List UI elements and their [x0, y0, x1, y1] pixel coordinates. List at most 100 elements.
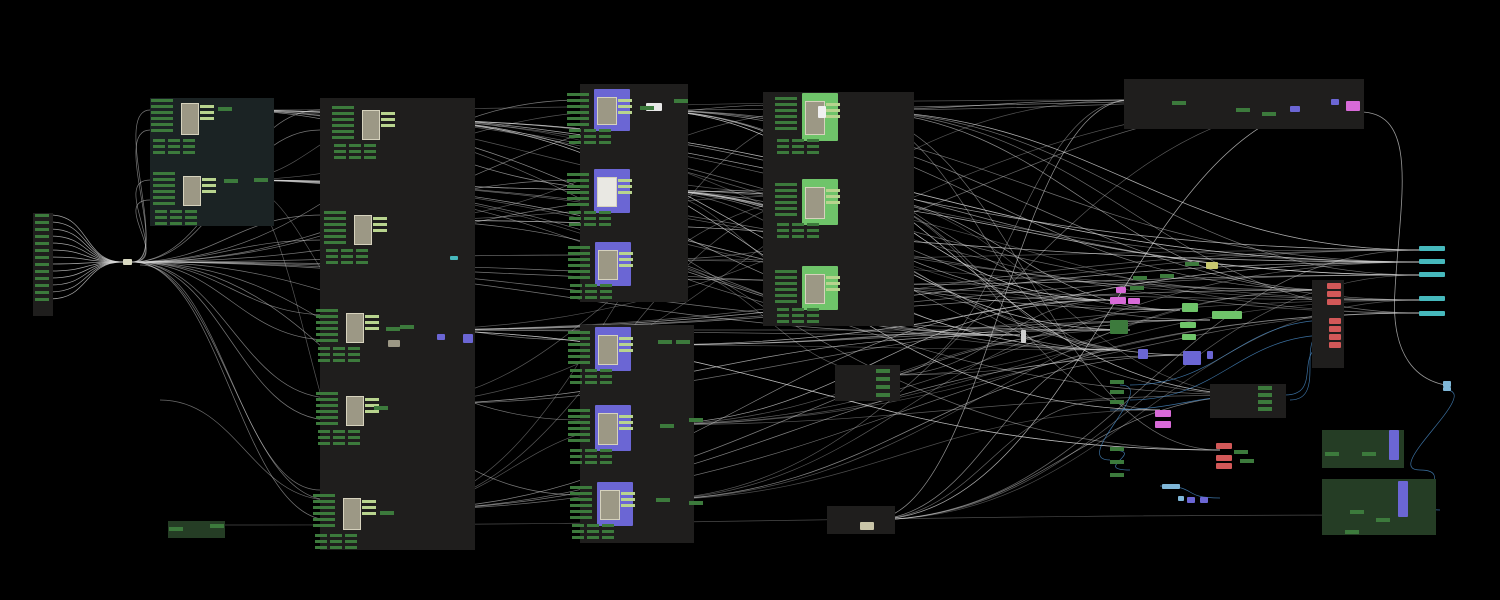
graph-node[interactable] [1327, 283, 1341, 289]
param-port[interactable] [318, 436, 330, 439]
node-group[interactable] [1210, 384, 1286, 418]
input-port[interactable] [151, 105, 173, 108]
input-port[interactable] [570, 510, 592, 513]
input-port[interactable] [570, 516, 592, 519]
graph-node[interactable] [1419, 259, 1445, 264]
output-port[interactable] [826, 109, 840, 112]
param-port[interactable] [602, 536, 614, 539]
param-port[interactable] [777, 139, 789, 142]
input-port[interactable] [568, 439, 590, 442]
graph-node[interactable] [658, 340, 672, 344]
param-port[interactable] [356, 249, 368, 252]
output-port[interactable] [362, 512, 376, 515]
input-port[interactable] [568, 427, 590, 430]
param-port[interactable] [570, 461, 582, 464]
graph-node[interactable] [1183, 351, 1201, 365]
graph-node[interactable] [1258, 400, 1272, 404]
param-port[interactable] [599, 223, 611, 226]
input-port[interactable] [324, 217, 346, 220]
input-port[interactable] [313, 518, 335, 521]
graph-node[interactable] [1110, 473, 1124, 477]
graph-node[interactable] [1160, 274, 1174, 278]
graph-node[interactable] [660, 424, 674, 428]
input-port[interactable] [316, 333, 338, 336]
output-port[interactable] [373, 217, 387, 220]
graph-node[interactable] [689, 501, 703, 505]
input-port[interactable] [570, 498, 592, 501]
graph-node[interactable] [254, 178, 268, 182]
param-port[interactable] [777, 308, 789, 311]
output-port[interactable] [365, 321, 379, 324]
param-port[interactable] [777, 145, 789, 148]
param-port[interactable] [341, 255, 353, 258]
graph-node[interactable] [876, 393, 890, 397]
param-port[interactable] [345, 546, 357, 549]
input-port[interactable] [568, 343, 590, 346]
param-port[interactable] [330, 546, 342, 549]
graph-node[interactable] [388, 340, 400, 347]
output-port[interactable] [365, 410, 379, 413]
graph-node[interactable] [1133, 276, 1147, 280]
param-port[interactable] [602, 530, 614, 533]
param-port[interactable] [315, 540, 327, 543]
graph-node[interactable] [1350, 510, 1364, 514]
graph-node[interactable] [169, 527, 183, 531]
graph-node[interactable] [1329, 334, 1341, 340]
output-port[interactable] [826, 288, 840, 291]
input-port[interactable] [567, 117, 589, 120]
input-port[interactable] [313, 494, 335, 497]
graph-node[interactable] [210, 524, 224, 528]
output-port[interactable] [621, 504, 635, 507]
graph-node[interactable] [1110, 460, 1124, 464]
param-port[interactable] [315, 546, 327, 549]
param-port[interactable] [183, 151, 195, 154]
param-port[interactable] [792, 151, 804, 154]
input-port[interactable] [775, 207, 797, 210]
graph-node[interactable] [1262, 112, 1276, 116]
input-port[interactable] [567, 179, 589, 182]
input-port[interactable] [568, 433, 590, 436]
output-port[interactable] [618, 179, 632, 182]
graph-node[interactable] [1128, 298, 1140, 304]
graph-node[interactable] [224, 179, 238, 183]
input-port[interactable] [151, 117, 173, 120]
graph-node[interactable] [1110, 400, 1124, 404]
output-port[interactable] [619, 421, 633, 424]
graph-node[interactable] [1110, 447, 1124, 451]
param-port[interactable] [333, 436, 345, 439]
input-port[interactable] [567, 123, 589, 126]
input-port[interactable] [568, 252, 590, 255]
graph-node[interactable] [1329, 318, 1341, 324]
output-port[interactable] [619, 337, 633, 340]
param-port[interactable] [345, 534, 357, 537]
param-port[interactable] [326, 261, 338, 264]
graph-node[interactable] [1329, 342, 1341, 348]
output-port[interactable] [373, 229, 387, 232]
param-port[interactable] [326, 249, 338, 252]
graph-node[interactable] [1110, 390, 1124, 394]
output-port[interactable] [202, 178, 216, 181]
source-port[interactable] [35, 256, 49, 259]
param-port[interactable] [600, 461, 612, 464]
param-port[interactable] [807, 229, 819, 232]
source-port[interactable] [35, 242, 49, 245]
param-port[interactable] [584, 223, 596, 226]
input-port[interactable] [775, 115, 797, 118]
input-port[interactable] [775, 183, 797, 186]
input-port[interactable] [332, 112, 354, 115]
graph-node[interactable] [1206, 262, 1218, 269]
graph-node[interactable] [1180, 322, 1196, 328]
graph-node[interactable] [1155, 410, 1171, 417]
graph-node[interactable] [400, 325, 414, 329]
param-port[interactable] [570, 449, 582, 452]
input-port[interactable] [316, 309, 338, 312]
input-port[interactable] [151, 123, 173, 126]
input-port[interactable] [775, 103, 797, 106]
output-port[interactable] [373, 223, 387, 226]
input-port[interactable] [332, 130, 354, 133]
param-port[interactable] [155, 222, 167, 225]
param-port[interactable] [792, 229, 804, 232]
input-port[interactable] [775, 97, 797, 100]
graph-node[interactable] [1110, 380, 1124, 384]
param-port[interactable] [185, 216, 197, 219]
